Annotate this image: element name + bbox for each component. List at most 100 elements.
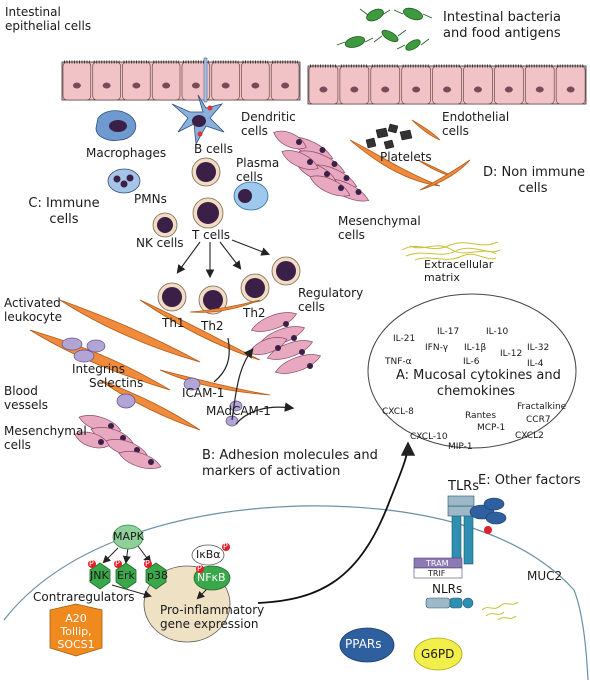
- label-t-cells: T cells: [192, 228, 231, 242]
- label-jnk: JNK: [90, 569, 109, 582]
- label-p38-phospho: P: [145, 559, 150, 568]
- epithelial-nucleus: [281, 82, 290, 89]
- label-contraregulators: Contraregulators: [33, 590, 135, 604]
- macrophage-cell: [95, 110, 137, 141]
- label-madcam-1: MAdCAM-1: [206, 404, 271, 418]
- th2-cell-b: [240, 273, 270, 303]
- pmn-cell: [107, 168, 141, 194]
- label-pmns: PMNs: [134, 192, 167, 206]
- label-other-factors: E: Other factors: [478, 473, 581, 488]
- nucleus-to-cytokine-arrow: [257, 441, 416, 604]
- epithelial-nucleus: [412, 86, 421, 93]
- mesenchymal-cells-upper: [273, 130, 370, 202]
- cytokine-il21: IL-21: [393, 334, 416, 344]
- epithelial-nucleus: [102, 82, 111, 89]
- label-selectins: Selectins: [89, 376, 144, 390]
- mesenchymal-nucleus: [296, 139, 302, 145]
- mesenchymal-cell: [309, 175, 351, 197]
- nfkb-phospho: [196, 565, 204, 573]
- cytokine-rantes: Rantes: [465, 411, 497, 421]
- epithelial-nucleus: [191, 82, 200, 89]
- label-ppars: PPARs: [345, 637, 382, 651]
- label-icam-1: ICAM-1: [182, 386, 225, 400]
- mesenchymal-cell: [248, 337, 288, 355]
- mesenchymal-nucleus: [108, 423, 114, 429]
- mesenchymal-nucleus: [148, 459, 154, 465]
- label-nlrs: NLRs: [432, 582, 463, 596]
- label-muc2: MUC2: [527, 569, 563, 583]
- epithelial-nucleus: [566, 86, 575, 93]
- epithelial-cell: [151, 61, 181, 101]
- th2-cell-a: [198, 285, 228, 315]
- cytokine-mip1: MIP-1: [448, 442, 473, 452]
- epithelial-nucleus: [319, 86, 328, 93]
- regulatory-cell: [271, 256, 301, 286]
- nk-cell: [152, 212, 178, 238]
- epithelial-cell: [370, 65, 401, 105]
- bacteria-cluster: [336, 7, 433, 51]
- epithelial-cell: [494, 65, 524, 105]
- mesenchymal-nucleus: [307, 363, 313, 369]
- erk-phospho: [114, 560, 122, 568]
- cytokine-il17: IL-17: [437, 327, 460, 337]
- epithelial-nucleus: [72, 82, 81, 89]
- epithelial-cell: [122, 61, 151, 101]
- label-ikba: IκBα: [196, 548, 221, 561]
- mesenchymal-nucleus: [299, 349, 305, 355]
- mesenchymal-nucleus: [331, 161, 338, 167]
- cytokine-il10: IL-10: [486, 327, 509, 337]
- b-cell: [191, 157, 221, 187]
- erk-node: [115, 562, 137, 590]
- mesenchymal-nucleus: [343, 175, 350, 181]
- jnk-node: [89, 562, 111, 590]
- label-mapk: MAPK: [113, 530, 144, 543]
- mesenchymal-nucleus: [324, 171, 330, 177]
- label-th1: Th1: [162, 316, 185, 330]
- label-nk-cells: NK cells: [136, 236, 184, 250]
- tlr-receptor: [413, 495, 507, 579]
- mesenchymal-nucleus: [283, 321, 289, 327]
- cytokine-cxcl10: CXCL-10: [410, 432, 448, 442]
- label-nfkb: NFκB: [197, 571, 226, 584]
- muc2-strands: [481, 601, 519, 621]
- cytokine-ellipse: [367, 293, 577, 449]
- epithelial-nucleus: [221, 82, 230, 89]
- epithelial-cell: [401, 65, 431, 105]
- epithelial-nucleus: [443, 86, 452, 93]
- mesenchymal-nucleus: [319, 147, 326, 153]
- mesenchymal-nucleus: [134, 447, 140, 453]
- epithelial-cell: [92, 61, 121, 101]
- label-erk-phospho: P: [115, 559, 120, 568]
- epithelium-right: [307, 64, 587, 105]
- cytokine-il4: IL-4: [527, 359, 544, 369]
- label-tlrs: TLRs: [448, 479, 479, 494]
- epithelial-cell: [62, 61, 92, 101]
- cytokine-il6: IL-6: [463, 357, 480, 367]
- cytokine-fractalkine: Fractalkine: [517, 402, 567, 412]
- mesenchymal-nucleus: [355, 189, 362, 195]
- adhesion-arrows: [213, 337, 295, 425]
- cytokine-il12: IL-12: [500, 349, 523, 359]
- endothelial-vessel: [349, 119, 471, 191]
- label-g6pd: G6PD: [421, 647, 455, 661]
- epithelium-left: [61, 60, 301, 101]
- mesenchymal-nucleus: [275, 345, 281, 351]
- cytokine-il1-beta: IL-1β: [464, 343, 487, 353]
- epithelial-cell: [241, 61, 270, 101]
- label-integrins: Integrins: [72, 362, 125, 376]
- label-th2-a: Th2: [201, 319, 224, 333]
- epithelial-nucleus: [350, 86, 359, 93]
- mesenchymal-nucleus: [307, 159, 313, 165]
- epithelial-cell: [211, 61, 240, 101]
- cytokine-tnf-alpha: TNF-α: [385, 357, 412, 367]
